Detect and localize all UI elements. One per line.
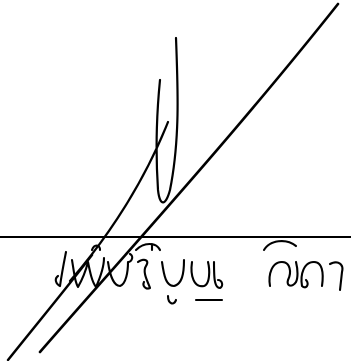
vertical-flourish	[155, 36, 179, 204]
handwritten-last-name	[262, 240, 344, 292]
handwritten-first-name	[54, 242, 224, 305]
tail-stroke	[6, 253, 94, 361]
diagonal-stroke-long	[38, 2, 340, 354]
